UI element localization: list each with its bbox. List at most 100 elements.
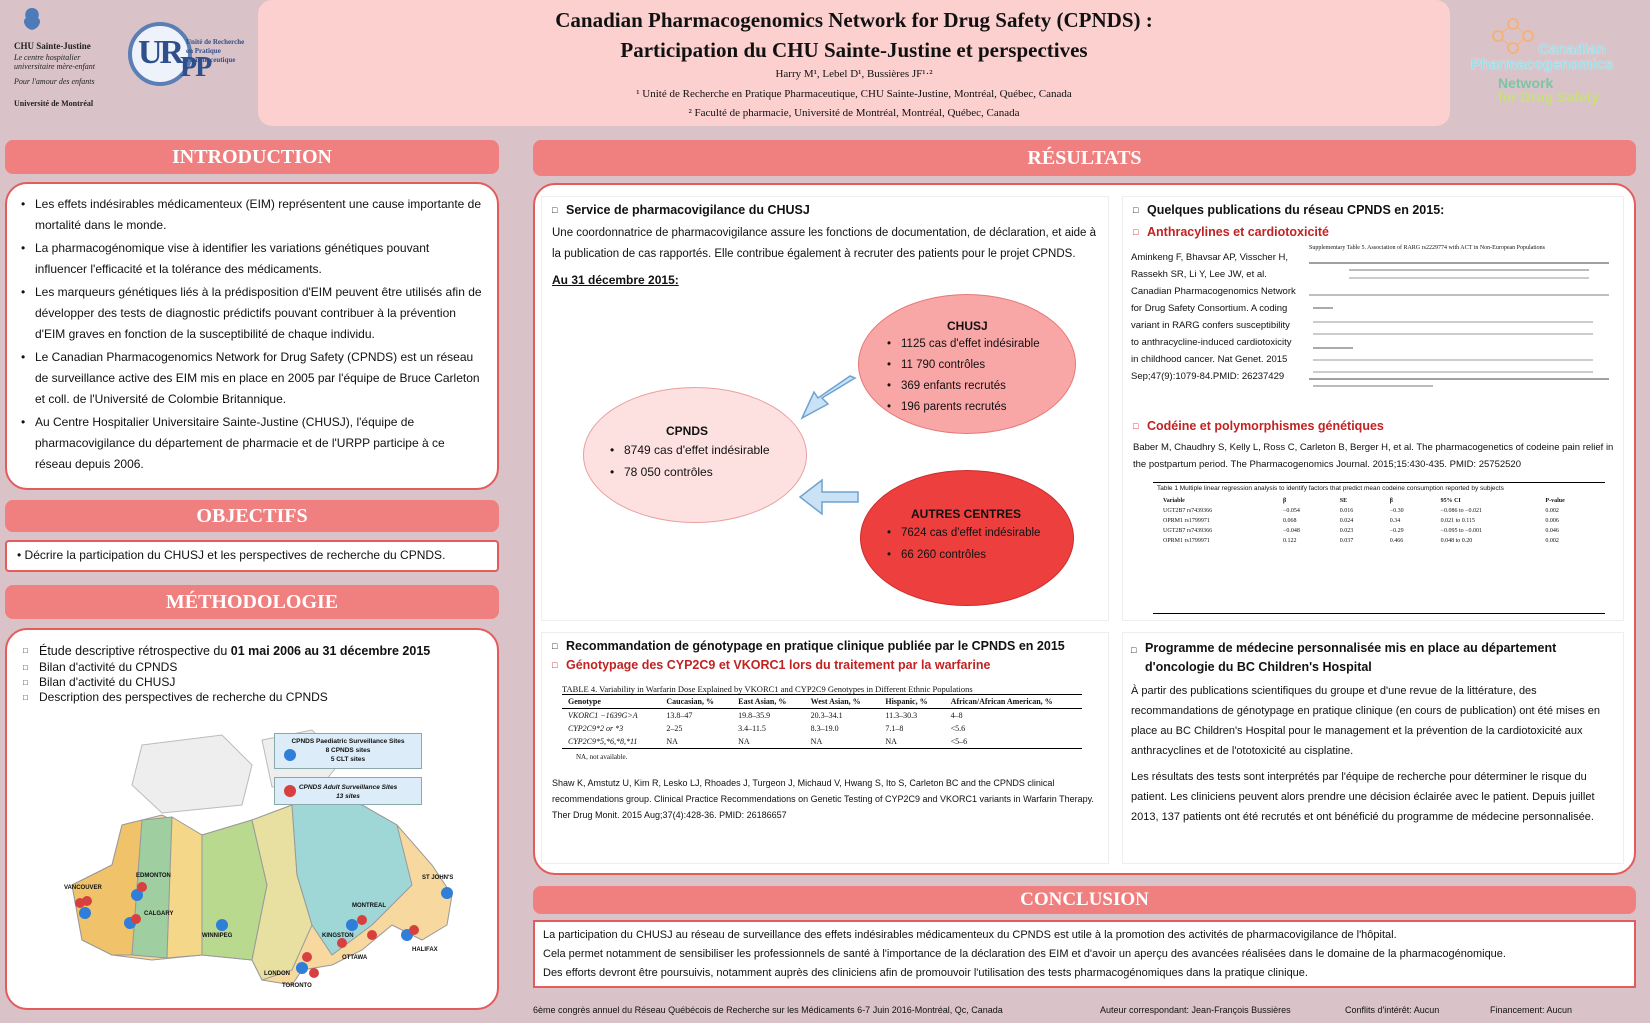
- introduction-item: Le Canadian Pharmacogenomics Network for…: [15, 347, 483, 410]
- codeine-data-table: Variable β SE β 95% CI P-value UGT2B7 rs…: [1157, 496, 1601, 546]
- table-header: East Asian, %: [738, 697, 787, 706]
- legend-paediatric-sites2: 5 CLT sites: [330, 756, 366, 763]
- introduction-heading: INTRODUCTION: [5, 140, 499, 174]
- publications-title: Quelques publications du réseau CPNDS en…: [1133, 203, 1613, 217]
- table-header: African/African American, %: [950, 697, 1053, 706]
- table-header: SE: [1339, 498, 1348, 504]
- methodologie-item: Étude descriptive rétrospective du 01 ma…: [17, 642, 487, 660]
- table-cell: −0.29: [1389, 528, 1404, 534]
- autres-ellipse-list: 7624 cas d'effet indésirable 66 260 cont…: [881, 523, 1040, 567]
- map-site-dot: [296, 962, 308, 974]
- urpp-logo-ring: [128, 22, 192, 86]
- anthracyclines-table-caption: Supplementary Table 5. Association of RA…: [1309, 245, 1546, 251]
- poster-title-line2: Participation du CHU Sainte-Justine et p…: [620, 38, 1088, 62]
- cpnds-logo-line3: Network: [1498, 75, 1554, 91]
- table-cell: 3.4–11.5: [738, 724, 766, 733]
- table-header: 95% CI: [1440, 498, 1461, 504]
- codeine-reference: Baber M, Chaudhry S, Kelly L, Ross C, Ca…: [1133, 442, 1614, 470]
- pharmacovigilance-text: Une coordonnatrice de pharmacovigilance …: [552, 227, 1097, 260]
- poster-title-line1: Canadian Pharmacogenomics Network for Dr…: [555, 8, 1153, 32]
- map-site-dot: [441, 887, 453, 899]
- table-cell: UGT2B7 rs7439366: [1163, 528, 1213, 534]
- legend-adult-title: CPNDS Adult Surveillance Sites: [298, 784, 398, 791]
- map-label: MONTREAL: [352, 903, 386, 909]
- anthracyclines-title: Anthracylines et cardiotoxicité: [1133, 225, 1613, 239]
- table-cell: 0.021 to 0.115: [1440, 518, 1476, 524]
- footer-conflicts: Conflits d'intérêt: Aucun: [1345, 1005, 1440, 1015]
- introduction-item: La pharmacogénomique vise à identifier l…: [15, 238, 483, 280]
- table-cell: NA: [666, 737, 678, 746]
- table-header: Hispanic, %: [885, 697, 928, 706]
- table-cell: 0.006: [1545, 518, 1559, 524]
- pharmacovigilance-date: Au 31 décembre 2015:: [552, 273, 679, 287]
- map-label: HALIFAX: [412, 947, 438, 953]
- map-legend-adult: CPNDS Adult Surveillance Sites 13 sites: [274, 777, 422, 805]
- table-cell: −0.048: [1283, 528, 1300, 534]
- map-site-dot: [367, 930, 377, 940]
- genotypage-title: Recommandation de génotypage en pratique…: [552, 639, 1098, 653]
- table-cell: 19.8–35.9: [738, 711, 771, 720]
- methodologie-panel: Étude descriptive rétrospective du 01 ma…: [5, 628, 499, 1010]
- chusj-ellipse-item: 369 enfants recrutés: [881, 377, 1040, 396]
- table-cell: UGT2B7 rs7439366: [1163, 508, 1213, 514]
- cpnds-logo-line2: Pharmacogenomics: [1470, 56, 1614, 73]
- anthracyclines-reference: Aminkeng F, Bhavsar AP, Visscher H, Rass…: [1131, 252, 1296, 382]
- codeine-table-caption: Table 1 Multiple linear regression analy…: [1157, 485, 1504, 492]
- map-site-dot: [409, 925, 419, 935]
- footer-funding: Financement: Aucun: [1490, 1005, 1573, 1015]
- table-header-row: Variable β SE β 95% CI P-value: [1157, 496, 1601, 506]
- genotypage-subtitle: Génotypage des CYP2C9 et VKORC1 lors du …: [552, 658, 1098, 672]
- cpnds-ellipse-item: 78 050 contrôles: [604, 462, 770, 482]
- map-label: OTTAWA: [342, 955, 368, 961]
- programme-text-2: Les résultats des tests sont interprétés…: [1131, 771, 1595, 823]
- cpnds-logo-line1: Canadian: [1538, 41, 1606, 58]
- map-site-dot: [79, 907, 91, 919]
- chusj-ellipse-item: 196 parents recrutés: [881, 398, 1040, 417]
- table-cell: 4–8: [950, 711, 963, 720]
- table-cell: 0.046: [1545, 528, 1559, 534]
- table-header: Caucasian, %: [666, 697, 714, 706]
- table-cell: NA: [810, 737, 823, 746]
- authors: Harry M¹, Lebel D¹, Bussières JF¹·²: [775, 68, 933, 80]
- conclusion-panel: La participation du CHUSJ au réseau de s…: [533, 920, 1636, 988]
- arrow-left-icon: [798, 478, 859, 516]
- anthracyclines-table-figure: Supplementary Table 5. Association of RA…: [1309, 245, 1617, 405]
- table-cell: NA: [738, 737, 750, 746]
- table-header-row: Genotype Caucasian, % East Asian, % West…: [562, 695, 1082, 709]
- canada-map: CPNDS Paediatric Surveillance Sites 8 CP…: [52, 725, 460, 1001]
- table-cell: 0.122: [1283, 538, 1297, 544]
- methodologie-list: Étude descriptive rétrospective du 01 ma…: [17, 642, 487, 705]
- table-cell: 0.068: [1283, 518, 1297, 524]
- affiliation-1: ¹ Unité de Recherche en Pratique Pharmac…: [636, 88, 1072, 100]
- urpp-logo-text: Unité de Recherche en Pratique Pharmaceu…: [186, 38, 245, 64]
- table-cell: 0.002: [1545, 508, 1559, 514]
- codeine-title: Codéine et polymorphismes génétiques: [1133, 419, 1384, 433]
- table-cell: VKORC1 −1639G>A: [568, 711, 638, 720]
- anthracyclines-table-drawing: [1309, 262, 1609, 387]
- genotypage-card: Recommandation de génotypage en pratique…: [541, 632, 1109, 864]
- table-cell: 7.1–8: [885, 724, 904, 733]
- chusj-ellipse: CHUSJ 1125 cas d'effet indésirable 11 79…: [858, 294, 1076, 434]
- map-label: EDMONTON: [136, 873, 171, 879]
- pharmacovigilance-title: Service de pharmacovigilance du CHUSJ: [552, 203, 1098, 217]
- programme-text-1: À partir des publications scientifiques …: [1131, 685, 1601, 757]
- cpnds-logo-text: Canadian Pharmacogenomics: [1462, 42, 1622, 72]
- conclusion-line: Des efforts devront être poursuivis, not…: [543, 967, 1308, 979]
- objectifs-text: Décrire la participation du CHUSJ et les…: [24, 548, 446, 562]
- table-cell: NA: [885, 737, 897, 746]
- canada-map-drawing: [71, 729, 453, 986]
- cpnds-logo-line4: for Drug Safety: [1498, 89, 1600, 105]
- cpnds-ellipse-list: 8749 cas d'effet indésirable 78 050 cont…: [604, 440, 770, 484]
- methodologie-item: Bilan d'activité du CPNDS: [17, 660, 487, 675]
- map-site-dot: [337, 938, 347, 948]
- methodologie-item: Bilan d'activité du CHUSJ: [17, 675, 487, 690]
- methodologie-item: Description des perspectives de recherch…: [17, 690, 487, 705]
- table-cell: OPRM1 rs1799971: [1163, 518, 1210, 524]
- introduction-item: Au Centre Hospitalier Universitaire Sain…: [15, 412, 483, 475]
- map-site-dot: [302, 952, 312, 962]
- urpp-logo-ur: UR: [138, 34, 184, 71]
- table-cell: 0.037: [1339, 538, 1354, 544]
- table-cell: −0.054: [1283, 508, 1300, 514]
